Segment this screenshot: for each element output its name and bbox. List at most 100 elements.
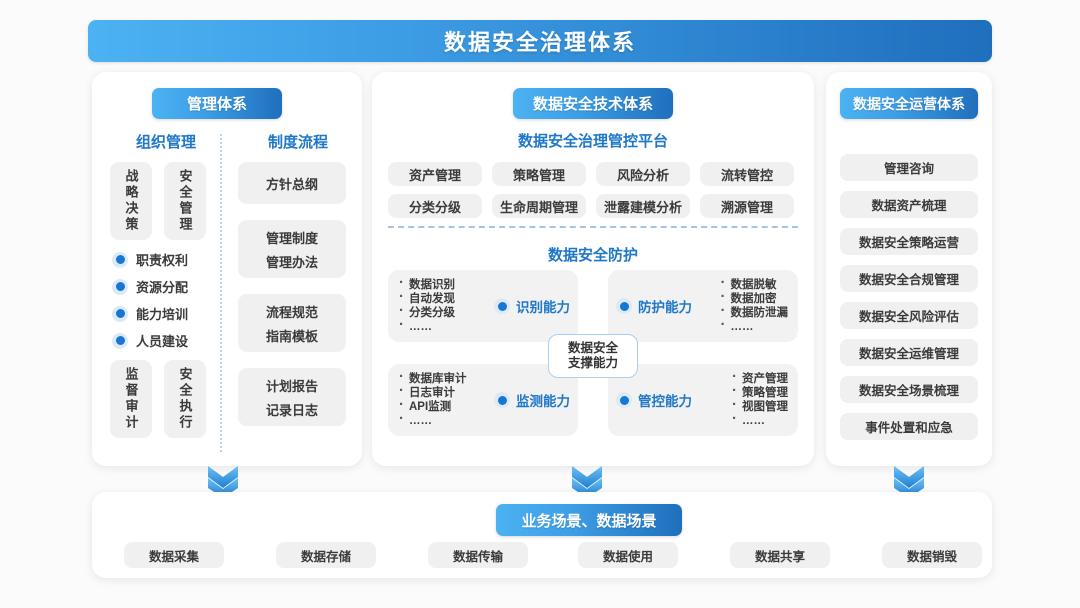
center-badge-line: 数据安全 bbox=[567, 341, 618, 355]
dot-item-2[interactable]: 能力培训 bbox=[112, 304, 188, 323]
quadrant-identify-capability[interactable]: 数据识别 自动发现 分类分级 …… 识别能力 bbox=[388, 270, 578, 342]
flow-box-line: 管理办法 bbox=[265, 254, 318, 270]
quadrant-item: …… bbox=[398, 318, 455, 334]
heading-data-protection: 数据安全防护 bbox=[547, 247, 638, 264]
panel-header-scenarios: 业务场景、数据场景 bbox=[496, 504, 682, 536]
flow-box-process-spec[interactable]: 流程规范 指南模板 bbox=[238, 294, 346, 352]
flow-box-line: 管理制度 bbox=[265, 230, 318, 246]
platform-chip-traceability[interactable]: 溯源管理 bbox=[700, 194, 794, 218]
platform-chip-classification[interactable]: 分类分级 bbox=[388, 194, 482, 218]
center-badge-support-capability: 数据安全 支撑能力 bbox=[548, 334, 638, 378]
ops-item-consulting[interactable]: 管理咨询 bbox=[840, 154, 978, 181]
scenario-chip-usage[interactable]: 数据使用 bbox=[578, 542, 678, 568]
dot-item-3[interactable]: 人员建设 bbox=[112, 331, 188, 350]
quadrant-item: 数据加密 bbox=[720, 290, 789, 306]
platform-chip-flow-control[interactable]: 流转管控 bbox=[700, 162, 794, 186]
flow-box-line: 流程规范 bbox=[265, 304, 318, 320]
quadrant-item: 数据库审计 bbox=[398, 370, 467, 386]
quadrant-item: 数据防泄漏 bbox=[720, 304, 788, 320]
bullet-dot-icon bbox=[112, 332, 128, 349]
flow-box-policy-outline[interactable]: 方针总纲 bbox=[238, 162, 346, 204]
horizontal-dashed-divider bbox=[388, 226, 798, 228]
vertical-box-security-execution[interactable]: 安全执行 bbox=[164, 360, 206, 438]
bullet-dot-icon bbox=[616, 392, 632, 408]
quadrant-item: 视图管理 bbox=[731, 398, 788, 414]
bullet-dot-icon bbox=[494, 298, 510, 314]
scenario-chip-collection[interactable]: 数据采集 bbox=[124, 542, 224, 568]
quadrant-item-list: 数据库审计 日志审计 API监测 …… bbox=[398, 370, 467, 428]
quadrant-item: 自动发现 bbox=[398, 290, 455, 306]
quadrant-item: 日志审计 bbox=[398, 384, 467, 400]
platform-chip-leak-modeling[interactable]: 泄露建模分析 bbox=[596, 194, 690, 218]
heading-policy-process: 制度流程 bbox=[267, 134, 328, 151]
quadrant-item-list: 资产管理 策略管理 视图管理 …… bbox=[731, 370, 788, 428]
flow-box-line: 方针总纲 bbox=[265, 176, 318, 192]
platform-chip-asset-mgmt[interactable]: 资产管理 bbox=[388, 162, 482, 186]
quadrant-caption: 识别能力 bbox=[516, 300, 570, 315]
ops-item-ops-maintenance[interactable]: 数据安全运维管理 bbox=[840, 339, 978, 366]
ops-item-policy-operations[interactable]: 数据安全策略运营 bbox=[840, 228, 978, 255]
scenario-chip-destruction[interactable]: 数据销毁 bbox=[882, 542, 982, 568]
quadrant-caption-wrap: 识别能力 bbox=[494, 296, 570, 316]
platform-chip-lifecycle[interactable]: 生命周期管理 bbox=[492, 194, 586, 218]
ops-item-risk-assessment[interactable]: 数据安全风险评估 bbox=[840, 302, 978, 329]
panel-header-operations: 数据安全运营体系 bbox=[840, 88, 978, 119]
quadrant-item: API监测 bbox=[398, 398, 467, 414]
quadrant-item: …… bbox=[398, 412, 467, 428]
vertical-box-strategy[interactable]: 战略决策 bbox=[110, 162, 152, 240]
quadrant-item: …… bbox=[731, 412, 788, 428]
quadrant-item: 策略管理 bbox=[731, 384, 788, 400]
center-badge-line: 支撑能力 bbox=[567, 356, 618, 370]
dot-item-label: 职责权利 bbox=[136, 253, 189, 268]
vertical-box-security-mgmt[interactable]: 安全管理 bbox=[164, 162, 206, 240]
quadrant-control-capability[interactable]: 管控能力 资产管理 策略管理 视图管理 …… bbox=[608, 364, 798, 436]
dot-item-1[interactable]: 资源分配 bbox=[112, 277, 188, 296]
quadrant-monitor-capability[interactable]: 数据库审计 日志审计 API监测 …… 监测能力 bbox=[388, 364, 578, 436]
panel-management-system: 管理体系 组织管理 制度流程 战略决策 安全管理 监督审计 安全执行 职责权利 … bbox=[92, 72, 362, 466]
quadrant-item-list: 数据识别 自动发现 分类分级 …… bbox=[398, 276, 455, 334]
flow-box-line: 记录日志 bbox=[265, 402, 318, 418]
panel-header-management: 管理体系 bbox=[152, 88, 282, 119]
vertical-box-supervision-audit[interactable]: 监督审计 bbox=[110, 360, 152, 438]
dot-item-label: 能力培训 bbox=[136, 307, 189, 322]
quadrant-item: 分类分级 bbox=[398, 304, 455, 320]
flow-box-plan-report[interactable]: 计划报告 记录日志 bbox=[238, 368, 346, 426]
quadrant-item: …… bbox=[720, 318, 789, 334]
heading-governance-platform: 数据安全治理管控平台 bbox=[517, 133, 668, 150]
quadrant-item: 数据识别 bbox=[398, 276, 455, 292]
bullet-dot-icon bbox=[112, 278, 128, 295]
scenario-chip-sharing[interactable]: 数据共享 bbox=[730, 542, 830, 568]
panel-business-scenarios: 业务场景、数据场景 数据采集 数据存储 数据传输 数据使用 数据共享 数据销毁 bbox=[92, 492, 992, 578]
quadrant-protect-capability[interactable]: 防护能力 数据脱敏 数据加密 数据防泄漏 …… bbox=[608, 270, 798, 342]
bullet-dot-icon bbox=[112, 251, 128, 268]
ops-item-scenario-inventory[interactable]: 数据安全场景梳理 bbox=[840, 376, 978, 403]
heading-organization-management: 组织管理 bbox=[135, 134, 196, 151]
scenario-chip-transmission[interactable]: 数据传输 bbox=[428, 542, 528, 568]
quadrant-caption-wrap: 管控能力 bbox=[616, 390, 692, 410]
ops-item-compliance-mgmt[interactable]: 数据安全合规管理 bbox=[840, 265, 978, 292]
ops-item-asset-inventory[interactable]: 数据资产梳理 bbox=[840, 191, 978, 218]
quadrant-caption-wrap: 监测能力 bbox=[494, 390, 570, 410]
scenario-chip-storage[interactable]: 数据存储 bbox=[276, 542, 376, 568]
dot-item-0[interactable]: 职责权利 bbox=[112, 250, 188, 269]
flow-box-management-system[interactable]: 管理制度 管理办法 bbox=[238, 220, 346, 278]
quadrant-caption: 监测能力 bbox=[516, 394, 570, 409]
panel-header-technical: 数据安全技术体系 bbox=[513, 88, 673, 119]
bullet-dot-icon bbox=[494, 392, 510, 408]
panel-technical-system: 数据安全技术体系 数据安全治理管控平台 资产管理 策略管理 风险分析 流转管控 … bbox=[372, 72, 814, 466]
platform-chip-risk-analysis[interactable]: 风险分析 bbox=[596, 162, 690, 186]
page-title-bar: 数据安全治理体系 bbox=[88, 20, 992, 62]
quadrant-item: 资产管理 bbox=[731, 370, 788, 386]
panel-operations-system: 数据安全运营体系 管理咨询 数据资产梳理 数据安全策略运营 数据安全合规管理 数… bbox=[826, 72, 992, 466]
bullet-dot-icon bbox=[616, 298, 632, 314]
dot-item-label: 资源分配 bbox=[136, 280, 189, 295]
ops-item-incident-response[interactable]: 事件处置和应急 bbox=[840, 413, 978, 440]
quadrant-caption: 管控能力 bbox=[638, 394, 692, 409]
bullet-dot-icon bbox=[112, 305, 128, 322]
dot-item-label: 人员建设 bbox=[136, 334, 189, 349]
page-title: 数据安全治理体系 bbox=[443, 30, 636, 55]
platform-chip-policy-mgmt[interactable]: 策略管理 bbox=[492, 162, 586, 186]
quadrant-item: 数据脱敏 bbox=[720, 276, 789, 292]
quadrant-caption: 防护能力 bbox=[638, 300, 692, 315]
